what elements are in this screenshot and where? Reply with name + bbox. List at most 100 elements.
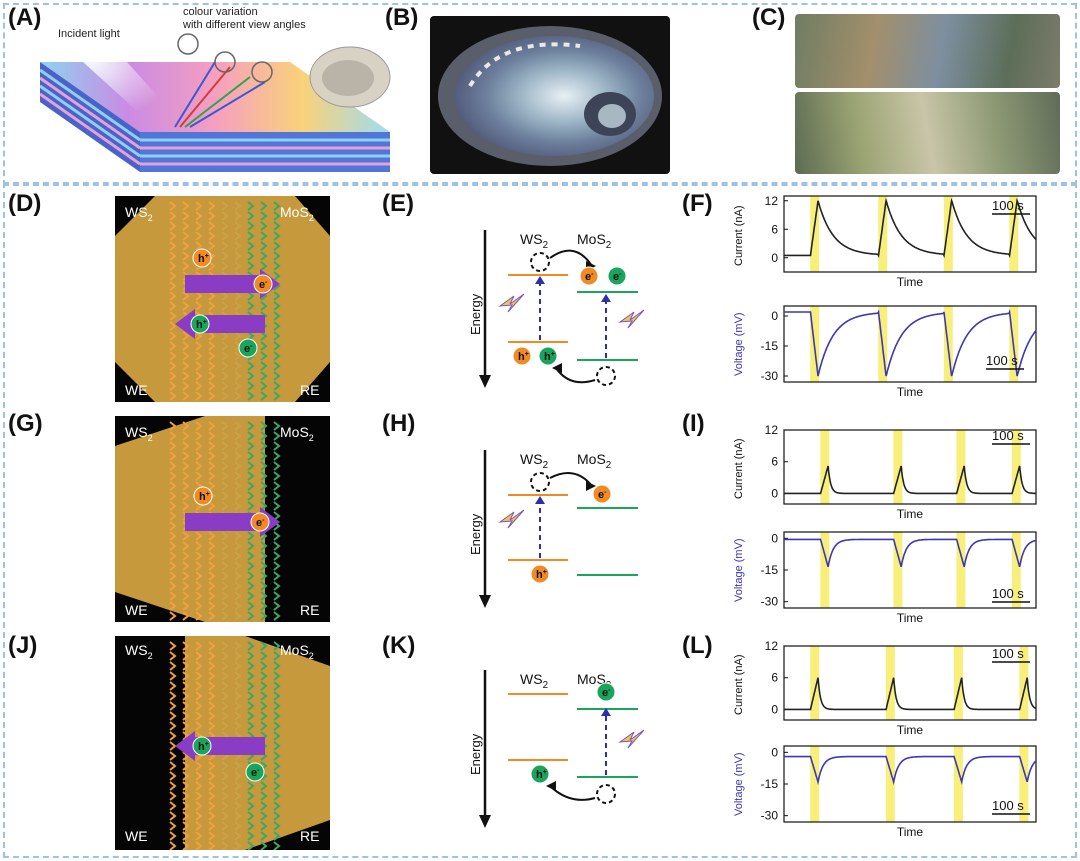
lattice-atom — [182, 341, 190, 351]
lattice-atom — [260, 221, 268, 231]
lattice-atom — [260, 841, 268, 850]
lattice-atom — [182, 801, 190, 811]
lattice-atom — [273, 461, 281, 471]
y-tick-label: 6 — [771, 455, 778, 469]
carrier-arrow-right — [185, 275, 260, 293]
hole-label: h+ — [544, 351, 555, 363]
lattice-atom — [247, 841, 255, 850]
mos2-label: MoS2 — [577, 231, 611, 251]
lattice-atom — [273, 421, 281, 431]
lattice-atom — [208, 371, 216, 381]
lattice-atom — [208, 581, 216, 591]
lattice-atom — [221, 841, 229, 850]
data-trace — [784, 677, 1037, 711]
lattice-atom — [260, 571, 268, 581]
lattice-atom — [234, 601, 242, 611]
lattice-atom — [221, 301, 229, 311]
lattice-atom — [273, 831, 281, 841]
lattice-atom — [273, 251, 281, 261]
lattice-atom — [208, 471, 216, 481]
electron-label: e- — [585, 271, 594, 283]
lattice-atom — [234, 451, 242, 461]
lattice-atom — [169, 461, 177, 471]
lattice-atom — [247, 711, 255, 721]
electron-carrier — [245, 762, 265, 782]
lattice-atom — [169, 581, 177, 591]
lattice-atom — [195, 451, 203, 461]
lattice-atom — [221, 711, 229, 721]
lattice-atom — [247, 791, 255, 801]
lattice-atom — [234, 381, 242, 391]
lattice-atom — [195, 561, 203, 571]
data-trace — [784, 197, 1037, 259]
lattice-atom — [247, 431, 255, 441]
lattice-atom — [195, 761, 203, 771]
y-axis-label: Voltage (mV) — [733, 312, 745, 376]
device-d-re-label: RE — [300, 382, 320, 398]
lattice-atom — [208, 841, 216, 850]
panel-c-film-photo-bottom — [795, 92, 1060, 174]
lattice-atom — [273, 541, 281, 551]
lattice-atom — [182, 661, 190, 671]
y-tick-label: 0 — [771, 251, 778, 265]
lattice-atom — [169, 731, 177, 741]
carrier-arrow-left — [195, 315, 265, 333]
lattice-atom — [208, 261, 216, 271]
excitation-arrowhead — [601, 708, 611, 716]
lattice-atom — [260, 721, 268, 731]
lattice-atom — [234, 331, 242, 341]
lattice-atom — [247, 461, 255, 471]
lattice-atom — [221, 531, 229, 541]
data-trace — [784, 465, 1036, 495]
transfer-arrowhead — [552, 363, 562, 373]
lattice-atom — [247, 691, 255, 701]
lattice-atom — [234, 611, 242, 621]
lattice-atom — [260, 811, 268, 821]
lattice-atom — [260, 611, 268, 621]
scale-bar-label: 100 s — [992, 798, 1024, 813]
lattice-atom — [169, 591, 177, 601]
lattice-atom — [169, 801, 177, 811]
y-tick-label: 6 — [771, 671, 778, 685]
lattice-atom — [260, 601, 268, 611]
y-axis-label: Current (nA) — [733, 438, 745, 499]
lattice-atom — [234, 771, 242, 781]
lattice-atom — [221, 541, 229, 551]
lattice-atom — [169, 551, 177, 561]
lattice-atom — [221, 231, 229, 241]
lattice-atom — [234, 591, 242, 601]
lattice-atom — [208, 611, 216, 621]
lattice-atom — [260, 241, 268, 251]
lattice-atom — [273, 211, 281, 221]
lattice-atom — [260, 691, 268, 701]
lattice-atom — [182, 231, 190, 241]
lattice-atom — [260, 421, 268, 431]
lattice-atom — [208, 571, 216, 581]
lattice-atom — [234, 431, 242, 441]
top-row-frame — [3, 3, 1077, 186]
lattice-atom — [182, 751, 190, 761]
lattice-atom — [260, 641, 268, 651]
lattice-atom — [234, 421, 242, 431]
empty-state — [530, 252, 550, 272]
lattice-atom — [247, 501, 255, 511]
lattice-atom — [260, 491, 268, 501]
lattice-atom — [182, 481, 190, 491]
lattice-atom — [234, 571, 242, 581]
lattice-atom — [169, 571, 177, 581]
panel-label-l: (L) — [682, 632, 713, 659]
lattice-atom — [182, 451, 190, 461]
lattice-atom — [195, 441, 203, 451]
lattice-atom — [169, 671, 177, 681]
lattice-atom — [195, 841, 203, 850]
lattice-atom — [247, 451, 255, 461]
lattice-atom — [169, 311, 177, 321]
lattice-atom — [182, 211, 190, 221]
lattice-atom — [273, 491, 281, 501]
lattice-atom — [234, 221, 242, 231]
lattice-atom — [273, 291, 281, 301]
lattice-atom — [234, 761, 242, 771]
lattice-atom — [221, 571, 229, 581]
lattice-atom — [221, 801, 229, 811]
lattice-atom — [195, 721, 203, 731]
